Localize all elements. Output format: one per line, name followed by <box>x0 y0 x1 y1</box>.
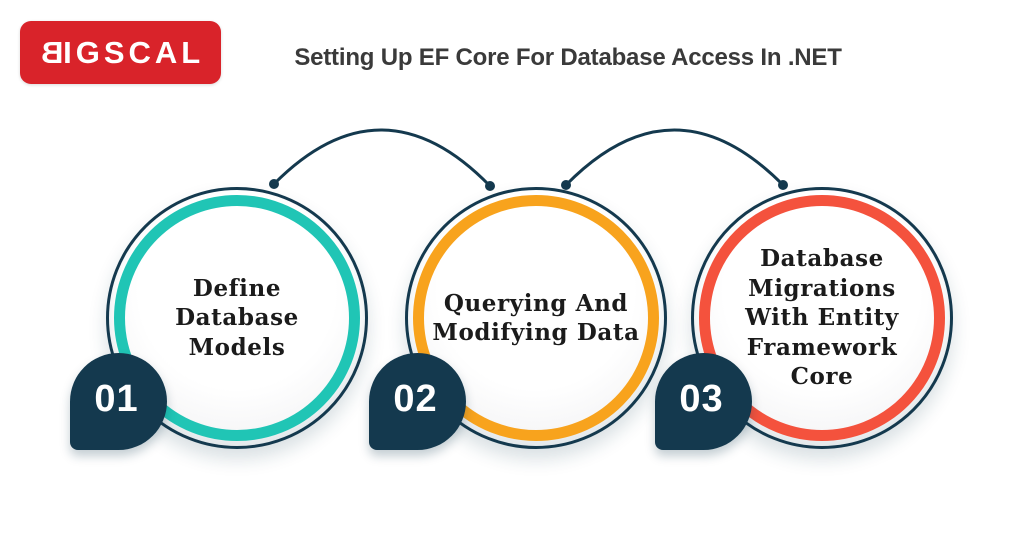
step-1: Define Database Models 01 <box>70 187 368 450</box>
step-3-label-line: With Entity <box>745 304 899 332</box>
step-2-color-ring: Querying And Modifying Data <box>413 195 659 441</box>
step-3-number: 03 <box>679 377 724 420</box>
bigscal-logo: BIGSCAL <box>20 21 221 84</box>
step-1-label-line: Models <box>188 333 286 361</box>
step-2: Querying And Modifying Data 02 <box>369 187 667 450</box>
step-2-label: Querying And Modifying Data <box>432 289 639 348</box>
step-3-color-ring: Database Migrations With Entity Framewor… <box>699 195 945 441</box>
step-3-label: Database Migrations With Entity Framewor… <box>745 244 899 391</box>
step-3-label-line: Migrations <box>748 274 896 302</box>
step-2-label-line: Modifying Data <box>432 319 640 346</box>
step-3-label-line: Framework <box>746 333 898 361</box>
step-1-number-badge: 01 <box>70 353 167 450</box>
logo-letters-rest: IGSCAL <box>63 35 205 70</box>
step-3: Database Migrations With Entity Framewor… <box>655 187 953 450</box>
step-3-number-badge: 03 <box>655 353 752 450</box>
step-1-label: Define Database Models <box>175 274 299 362</box>
page-title: Setting Up EF Core For Database Access I… <box>294 44 842 71</box>
step-3-circle: Database Migrations With Entity Framewor… <box>691 187 953 449</box>
bigscal-logo-text: BIGSCAL <box>36 35 205 70</box>
step-3-label-line: Database <box>760 245 884 273</box>
logo-letter-b: B <box>36 35 64 70</box>
step-2-label-line: Querying And <box>443 289 629 317</box>
step-1-label-line: Database <box>175 304 299 332</box>
step-2-number: 02 <box>393 377 438 420</box>
step-2-number-badge: 02 <box>369 353 466 450</box>
connector-arc-2-3 <box>564 128 785 187</box>
step-3-label-line: Core <box>790 363 854 391</box>
step-1-number: 01 <box>94 377 139 420</box>
step-1-label-line: Define <box>192 274 282 302</box>
connector-arc-1-2 <box>272 128 492 188</box>
